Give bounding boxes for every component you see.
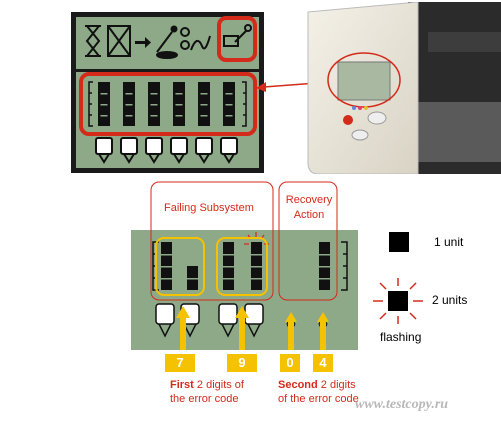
- first-caption-rest: 2 digits of: [193, 379, 244, 391]
- hourglass-icon: [85, 25, 101, 57]
- bar-scale-left: [88, 81, 93, 127]
- bar-area-highlight: [79, 72, 257, 136]
- first-caption-line2: the error code: [170, 393, 239, 405]
- no-paper-icon: [107, 25, 131, 57]
- second-caption-line2: of the error code: [278, 393, 359, 405]
- bar-digit-9: [223, 242, 262, 290]
- lcd-panel-top: [71, 12, 264, 173]
- digit-badge-1: 7: [165, 354, 195, 372]
- ink-bar-4: [173, 82, 185, 126]
- flashing-unit-swatch: [373, 278, 423, 324]
- ink-bar-6: [223, 82, 235, 126]
- first-digits-caption: First 2 digits of the error code: [170, 378, 244, 406]
- watermark: www.testcopy.ru: [355, 397, 449, 412]
- cartridge-symbols-bottom: [155, 303, 264, 338]
- bar-digit-4: [319, 242, 330, 290]
- digit-group-7-outline: [155, 237, 205, 296]
- wrench-icon-highlight: [217, 16, 257, 62]
- recovery-action-label: Recovery Action: [279, 193, 339, 223]
- two-units-label: 2 units: [432, 293, 468, 307]
- arrow-icon: [135, 37, 151, 48]
- printer-image: [307, 2, 501, 174]
- digit-badge-3: 0: [280, 354, 300, 372]
- digit-group-9-outline: [216, 237, 268, 296]
- ink-bar-2: [123, 82, 135, 126]
- second-caption-rest: 2 digits: [317, 379, 356, 391]
- failing-subsystem-label: Failing Subsystem: [164, 202, 254, 214]
- recovery-label-line1: Recovery: [285, 194, 333, 206]
- one-unit-swatch: [389, 232, 409, 252]
- first-caption-bold: First: [170, 379, 194, 391]
- cartridge-symbols-top: [95, 137, 238, 164]
- one-unit-label: 1 unit: [434, 235, 464, 249]
- recovery-label-line2: Action: [293, 209, 325, 221]
- lcd-panel-top-drawing: [76, 16, 259, 168]
- cartridge-icon: [180, 27, 211, 51]
- digit-badge-4: 4: [313, 354, 333, 372]
- pen-icon: [156, 25, 178, 59]
- panel-highlight-ellipse: [327, 52, 401, 108]
- failing-subsystem-outline: [150, 181, 274, 301]
- bar-digit-7: [161, 242, 198, 290]
- wrench-icon: [223, 24, 252, 47]
- flashing-label: flashing: [380, 330, 422, 344]
- second-digits-caption: Second 2 digits of the error code: [278, 378, 359, 406]
- ink-bar-5: [198, 82, 210, 126]
- lcd-panel-bottom-drawing: [150, 181, 348, 350]
- recovery-action-outline: [278, 181, 338, 301]
- digit-arrows: [176, 306, 329, 350]
- ink-bar-1: [98, 82, 110, 126]
- bar-scale-right: [242, 81, 247, 127]
- digit-badge-2: 9: [227, 354, 257, 372]
- second-caption-bold: Second: [278, 379, 318, 391]
- ink-bar-3: [148, 82, 160, 126]
